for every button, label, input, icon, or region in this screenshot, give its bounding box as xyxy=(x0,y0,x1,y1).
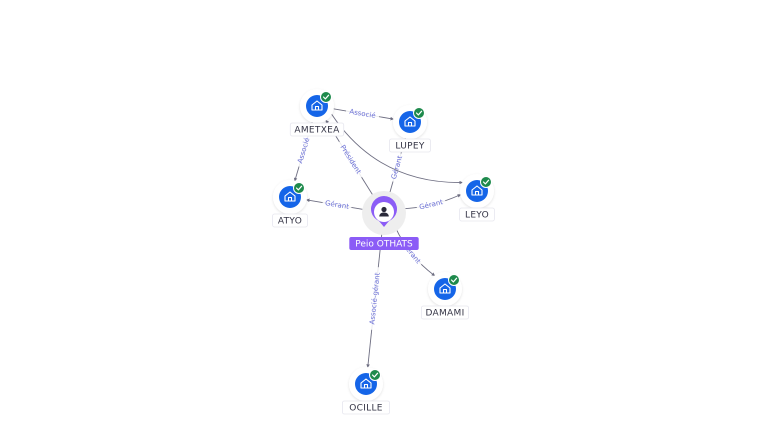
check-badge-icon xyxy=(320,91,332,103)
user-icon xyxy=(379,206,389,217)
check-badge-icon xyxy=(480,176,492,188)
edge-label: Associé xyxy=(296,137,311,165)
building-icon xyxy=(471,185,483,196)
building-icon xyxy=(311,100,323,111)
edge-label: Gérant xyxy=(390,155,404,181)
check-badge-icon xyxy=(293,182,305,194)
company-label: LUPEY xyxy=(395,142,424,152)
building-icon xyxy=(404,116,416,127)
node-label-bg xyxy=(272,213,308,228)
node-label-bg xyxy=(289,122,345,137)
relation-edge: Associé-gérant xyxy=(366,230,383,368)
node-label-bg xyxy=(420,305,469,320)
node-label-bg xyxy=(459,207,495,222)
node-label-bg xyxy=(341,400,390,415)
edge-label: Associé-gérant xyxy=(368,272,381,325)
company-label: ATYO xyxy=(278,217,302,227)
company-node-ametxea[interactable]: AMETXEA xyxy=(289,89,345,137)
company-label: LEYO xyxy=(465,211,489,221)
check-badge-icon xyxy=(369,369,381,381)
company-node-lupey[interactable]: LUPEY xyxy=(389,105,431,153)
building-icon xyxy=(439,283,451,294)
check-badge-icon xyxy=(448,274,460,286)
relation-edge: Gérant xyxy=(394,226,436,277)
person-label-bg xyxy=(349,237,419,250)
node-label-bg xyxy=(389,138,431,153)
company-label: DAMAMI xyxy=(425,309,464,319)
company-label: AMETXEA xyxy=(294,126,340,136)
company-node-leyo[interactable]: LEYO xyxy=(459,174,495,222)
company-node-ocille[interactable]: OCILLE xyxy=(341,367,390,415)
relation-edge: Gérant xyxy=(401,194,462,213)
building-icon xyxy=(360,378,372,389)
nodes-layer: AMETXEA LUPEY ATYO LEYO DAMAMI OCILLE Peio OTH… xyxy=(272,89,495,415)
relation-edge: Associé xyxy=(332,106,395,122)
person-node-peio[interactable]: Peio OTHATS xyxy=(349,191,419,250)
relation-edge: Gérant xyxy=(305,198,367,212)
edge-label: Gérant xyxy=(419,198,445,211)
check-badge-icon xyxy=(413,107,425,119)
building-icon xyxy=(284,191,296,202)
edge-label: Président xyxy=(338,144,362,176)
edge-label: Gérant xyxy=(324,199,349,211)
company-node-damami[interactable]: DAMAMI xyxy=(420,272,469,320)
company-node-atyo[interactable]: ATYO xyxy=(272,180,308,228)
person-label: Peio OTHATS xyxy=(355,240,413,250)
company-label: OCILLE xyxy=(349,404,383,414)
